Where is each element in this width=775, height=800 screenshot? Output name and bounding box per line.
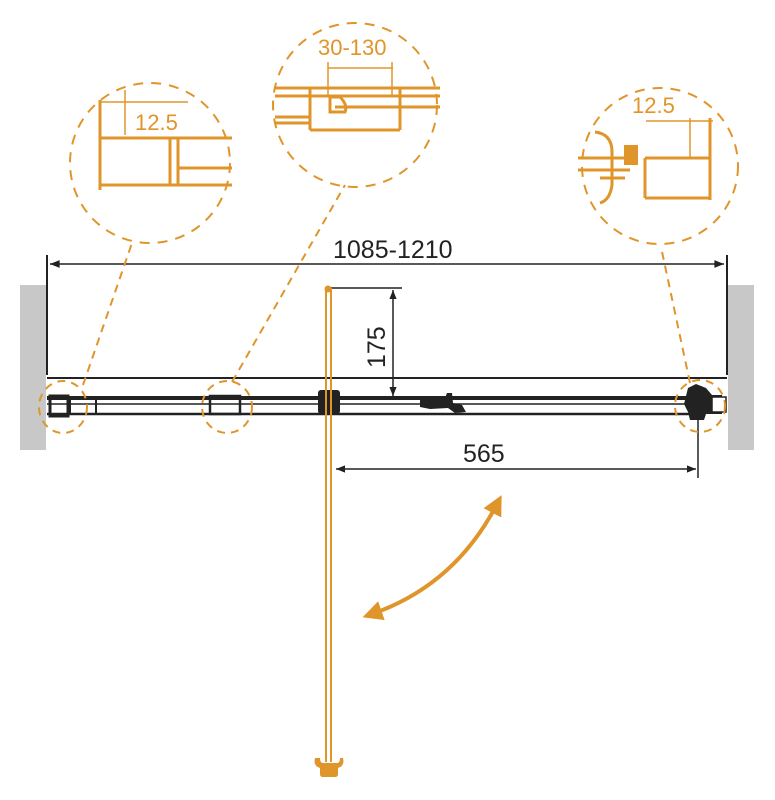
open-door-leaf (314, 285, 344, 777)
detail-right-wall-profile: 12.5 (578, 87, 739, 245)
detail-callout-markers (38, 184, 726, 434)
detail-left-wall-profile: 12.5 (69, 82, 232, 244)
clearance-label: 175 (363, 326, 391, 368)
right-profile-label: 12.5 (632, 93, 675, 118)
door-handle-end-icon (314, 758, 344, 777)
clearance-dimension: 175 (330, 287, 402, 396)
detail-adjustment-range: 30-130 (272, 22, 440, 188)
hinge-block (318, 390, 340, 414)
left-profile-label: 12.5 (135, 110, 178, 135)
glass-panels (47, 384, 727, 420)
opening-label: 565 (463, 440, 505, 468)
double-arrow-swing-icon (362, 495, 502, 621)
door-handle-icon (420, 393, 466, 413)
total-width-label: 1085-1210 (333, 236, 453, 264)
adjustment-range-label: 30-130 (318, 35, 387, 60)
left-wall (20, 285, 46, 450)
opening-dimension: 565 (336, 410, 699, 478)
right-wall (728, 285, 754, 450)
total-width-dimension: 1085-1210 (46, 236, 728, 375)
